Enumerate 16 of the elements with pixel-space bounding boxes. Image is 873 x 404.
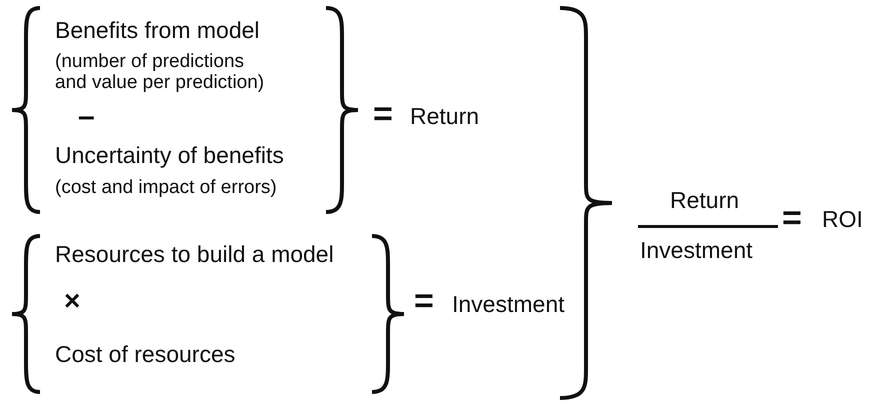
result-text: ROI — [822, 207, 863, 232]
numerator-text: Return — [670, 188, 740, 214]
heading-text: Resources to build a model — [55, 242, 334, 268]
denominator-text: Investment — [640, 238, 752, 264]
equals-sign: = — [414, 283, 434, 320]
heading-text: Cost of resources — [55, 342, 236, 368]
note-text: (cost and impact of errors) — [55, 178, 277, 199]
result-text: Investment — [452, 292, 564, 318]
equals-sign: = — [782, 200, 802, 238]
heading-text: Benefits from model — [55, 18, 260, 44]
note-text: (number of predictions and value per prediction) — [55, 52, 266, 94]
equals-sign: = — [373, 96, 393, 134]
heading-text: Uncertainty of benefits — [55, 143, 284, 168]
times-sign: × — [64, 286, 80, 317]
result-text: Return — [410, 104, 480, 130]
minus-sign: – — [78, 100, 95, 133]
